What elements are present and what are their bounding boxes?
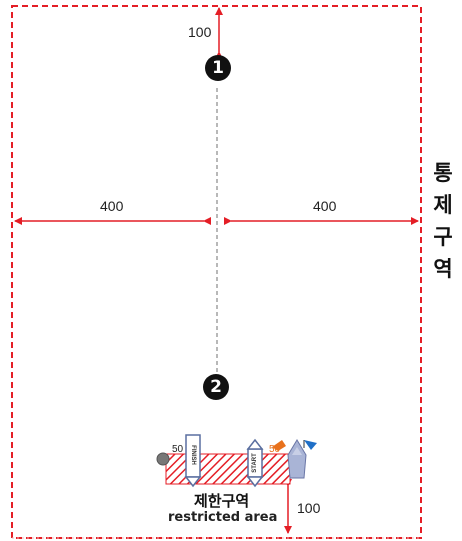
grey-buoy: [156, 452, 170, 466]
restricted-area-zone: [165, 453, 291, 485]
restricted-area-title-ko: 제한구역: [194, 492, 250, 510]
restricted-area-title-en: restricted area: [168, 510, 278, 525]
bottom-dimension-label: 100: [297, 500, 321, 516]
mark-1: 1: [205, 55, 231, 81]
control-zone-char: 역: [433, 257, 453, 281]
start-flag-icon: [246, 438, 264, 488]
buoy-distance-right: 50: [269, 444, 281, 455]
mark-2: 2: [203, 374, 229, 400]
control-zone-char: 통: [433, 161, 453, 185]
orange-flag-icon: [272, 440, 286, 451]
top-dimension-label: 100: [188, 24, 212, 40]
control-zone-label: 통 제 구 역: [430, 157, 456, 285]
blue-flag-icon: [303, 440, 317, 450]
control-zone-boundary: [11, 5, 422, 539]
left-dimension-label: 400: [100, 198, 124, 214]
control-zone-char: 구: [433, 225, 453, 249]
buoy-distance-left: 50: [172, 444, 184, 455]
right-dimension-label: 400: [313, 198, 337, 214]
start-label: START: [252, 453, 258, 473]
committee-boat-icon: [287, 439, 307, 479]
finish-flag-icon: [184, 434, 202, 488]
finish-label: FINISH: [190, 445, 196, 465]
control-zone-char: 제: [433, 193, 453, 217]
